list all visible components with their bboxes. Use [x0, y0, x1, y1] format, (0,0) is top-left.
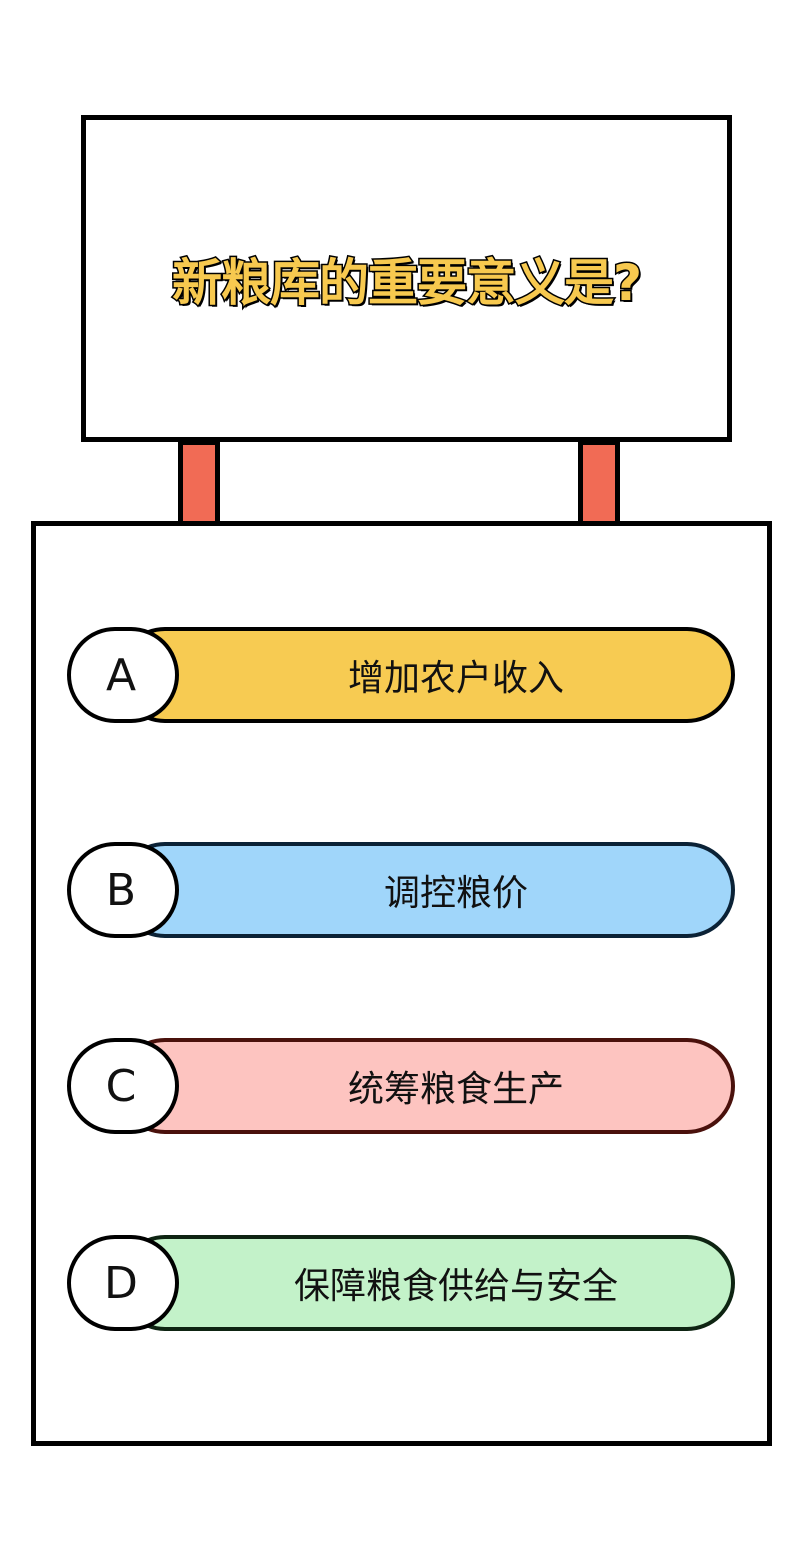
option-b-letter: B [105, 864, 137, 916]
option-a-text: 增加农户收入 [347, 658, 564, 699]
option-b-text: 调控粮价 [383, 873, 528, 914]
option-a-letter: A [105, 649, 137, 701]
option-a-badge: A [67, 627, 179, 723]
option-c-badge: C [67, 1038, 179, 1134]
option-d-text: 保障粮食供给与安全 [293, 1266, 618, 1307]
option-d-letter: D [104, 1257, 138, 1309]
option-c-button[interactable]: 统筹粮食生产 C [67, 1038, 735, 1134]
option-a-bar[interactable]: 增加农户收入 [117, 627, 735, 723]
option-b-badge: B [67, 842, 179, 938]
option-c-letter: C [105, 1060, 137, 1112]
option-b-bar[interactable]: 调控粮价 [117, 842, 735, 938]
sign-post-left [178, 440, 220, 526]
option-c-text: 统筹粮食生产 [347, 1069, 564, 1110]
option-b-button[interactable]: 调控粮价 B [67, 842, 735, 938]
question-title: 新粮库的重要意义是? [170, 252, 643, 313]
option-d-badge: D [67, 1235, 179, 1331]
option-c-bar[interactable]: 统筹粮食生产 [117, 1038, 735, 1134]
option-d-button[interactable]: 保障粮食供给与安全 D [67, 1235, 735, 1331]
question-sign-board: 新粮库的重要意义是? [81, 115, 732, 442]
option-d-bar[interactable]: 保障粮食供给与安全 [117, 1235, 735, 1331]
sign-post-right [578, 440, 620, 526]
option-a-button[interactable]: 增加农户收入 A [67, 627, 735, 723]
